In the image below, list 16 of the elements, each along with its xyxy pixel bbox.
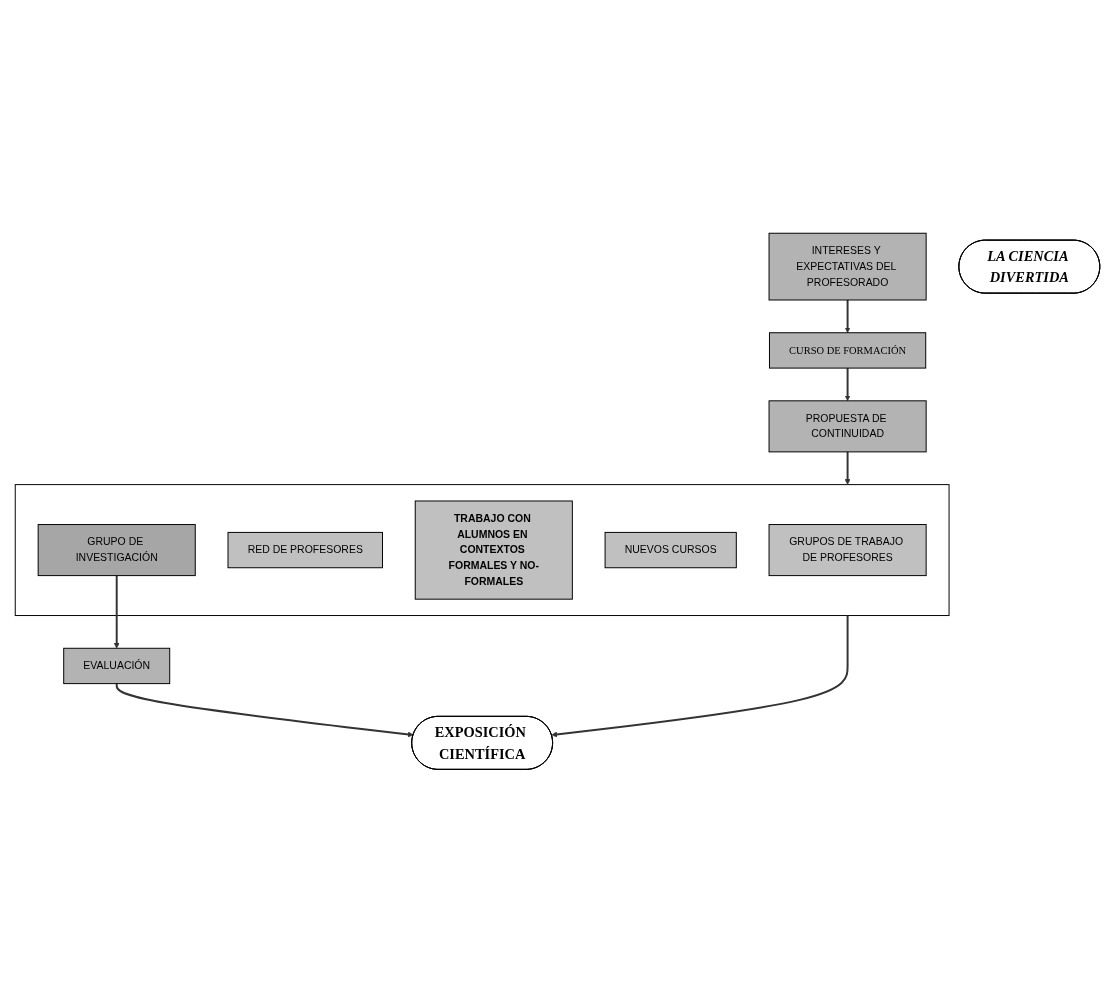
- node-box: CURSO DE FORMACIÓN: [768, 331, 927, 369]
- arrow: [844, 366, 851, 401]
- node-box: PROPUESTA DE CONTINUIDAD: [768, 400, 927, 453]
- arrow: [844, 298, 851, 333]
- arrow: [115, 682, 414, 737]
- node-box: INTERESES Y EXPECTATIVAS DEL PROFESORADO: [768, 232, 927, 301]
- node-box: NUEVOS CURSOS: [604, 531, 737, 568]
- node-box: TRABAJO CON ALUMNOS EN CONTEXTOS FORMALES Y NO-FORMALES: [414, 500, 573, 600]
- arrow: [551, 614, 849, 737]
- node-box: RED DE PROFESORES: [227, 531, 383, 568]
- arrow: [844, 450, 851, 485]
- arrow: [113, 574, 120, 649]
- node-box: GRUPO DE INVESTIGACIÓN: [37, 523, 196, 576]
- node-box: EVALUACIÓN: [63, 647, 171, 684]
- cluster: [14, 483, 950, 616]
- node-box: GRUPOS DE TRABAJO DE PROFESORES: [768, 523, 927, 576]
